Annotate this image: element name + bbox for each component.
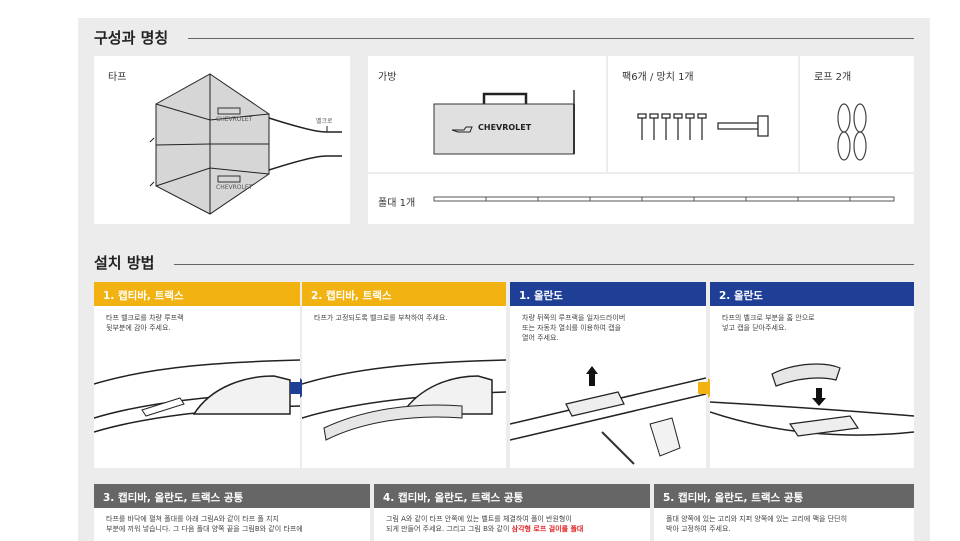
step-description-highlight: 삼각형 로프 걸이를 폴대 <box>511 525 584 533</box>
step-description: 폴대 양쪽에 있는 고리와 지퍼 양쪽에 있는 고리에 팩을 단단히 박아 고정… <box>666 515 848 533</box>
step-title: 1. 캡티바, 트랙스 <box>94 282 300 306</box>
step-description: 그림 A와 같이 타프 안쪽에 있는 벨트를 체결하여 폴이 반원형이 되게 만… <box>386 514 583 534</box>
step-illustration <box>302 359 506 441</box>
tarp-panel: 타프 CHEVROLET CHEVROLET 벨크로 <box>94 56 350 224</box>
tarp-illustration <box>149 73 342 215</box>
rope-label: 로프 2개 <box>814 72 852 83</box>
step-captiva-1: 1. 캡티바, 트랙스 타프 벨크로를 차량 루프랙 뒷부분에 감아 주세요. <box>94 282 300 468</box>
step-description: 타프의 벨크로 부분을 홈 안으로 넣고 캡을 닫아주세요. <box>722 314 815 332</box>
step-orlando-1: 1. 올란도 차량 뒤쪽의 루프랙을 일자드라이버 또는 자동차 열쇠를 이용하… <box>510 282 706 468</box>
step-common-3: 3. 캡티바, 올란도, 트랙스 공통 타프를 바닥에 펼쳐 폴대를 아래 그림… <box>94 484 370 541</box>
tarp-label: 타프 <box>108 72 127 83</box>
step-common-5: 5. 캡티바, 올란도, 트랙스 공통 폴대 양쪽에 있는 고리와 지퍼 양쪽에… <box>654 484 914 541</box>
pegs-illustration <box>637 113 769 140</box>
step-description: 타프가 고정되도록 벨크로를 부착하여 주세요. <box>314 314 448 322</box>
bag-illustration <box>433 90 575 155</box>
install-section-title: 설치 방법 <box>94 254 155 272</box>
bag-label: 가방 <box>378 72 397 83</box>
step-title: 2. 올란도 <box>710 282 914 306</box>
tarp-brand-top: CHEVROLET <box>216 116 253 123</box>
step-description: 타프 벨크로를 차량 루프랙 뒷부분에 감아 주세요. <box>106 314 184 332</box>
pole-panel: 폴대 1개 <box>368 174 914 224</box>
tarp-brand-bottom: CHEVROLET <box>216 184 253 191</box>
step-common-4: 4. 캡티바, 올란도, 트랙스 공통 그림 A와 같이 타프 안쪽에 있는 벨… <box>374 484 650 541</box>
pegs-label: 팩6개 / 망치 1개 <box>622 72 694 83</box>
components-section-title: 구성과 명칭 <box>94 29 169 47</box>
rope-panel: 로프 2개 <box>800 56 914 172</box>
step-description-text: 그림 A와 같이 타프 안쪽에 있는 벨트를 체결하여 폴이 반원형이 되게 만… <box>386 515 572 533</box>
step-title: 3. 캡티바, 올란도, 트랙스 공통 <box>94 484 370 508</box>
step-description: 타프를 바닥에 펼쳐 폴대를 아래 그림A와 같이 타프 폴 지지 부분에 끼워… <box>106 515 303 533</box>
step-orlando-2: 2. 올란도 타프의 벨크로 부분을 홈 안으로 넣고 캡을 닫아주세요. <box>710 282 914 468</box>
bag-panel: 가방 CHEVROLET <box>368 56 606 172</box>
step-captiva-2: 2. 캡티바, 트랙스 타프가 고정되도록 벨크로를 부착하여 주세요. <box>302 282 506 468</box>
install-title-rule <box>174 264 914 265</box>
step-title: 5. 캡티바, 올란도, 트랙스 공통 <box>654 484 914 508</box>
step-illustration <box>510 366 706 465</box>
rope-illustration <box>837 103 867 161</box>
step-description: 차량 뒤쪽의 루프랙을 일자드라이버 또는 자동차 열쇠를 이용하여 캡을 열어… <box>522 314 626 342</box>
step-illustration <box>94 359 300 433</box>
step-title: 2. 캡티바, 트랙스 <box>302 282 506 306</box>
instruction-sheet: 구성과 명칭 타프 CHEVROLET CHEVROLET 벨크로 가방 <box>78 18 930 541</box>
components-title-rule <box>188 38 914 39</box>
step-title: 4. 캡티바, 올란도, 트랙스 공통 <box>374 484 650 508</box>
pegs-panel: 팩6개 / 망치 1개 <box>608 56 798 172</box>
pole-label: 폴대 1개 <box>378 198 416 209</box>
bag-brand: CHEVROLET <box>478 123 532 132</box>
velcro-label: 벨크로 <box>316 118 333 125</box>
step-title: 1. 올란도 <box>510 282 706 306</box>
step-illustration <box>710 363 914 437</box>
pole-illustration <box>433 196 895 202</box>
